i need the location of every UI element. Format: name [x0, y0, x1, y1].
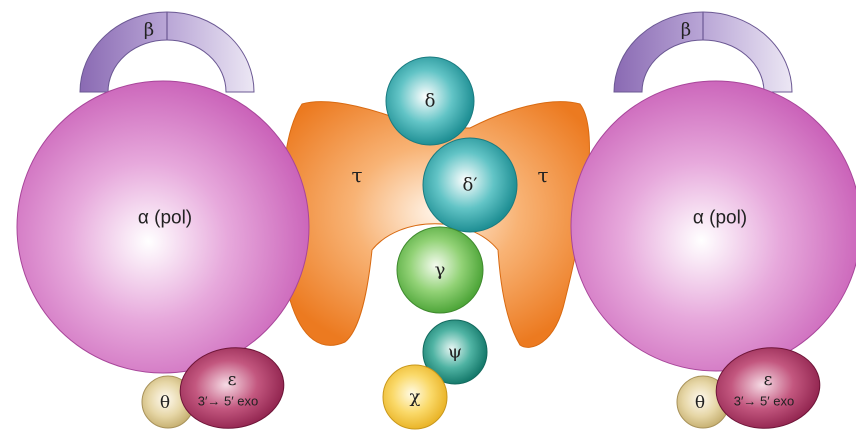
beta-clamp-right: β	[613, 11, 793, 93]
delta-subunit: δ	[385, 56, 475, 146]
beta-left-label: β	[144, 20, 154, 41]
alpha-pol-right: α (pol)	[570, 80, 856, 372]
psi-label: ψ	[448, 342, 462, 363]
exo-left-label: 3′→ 5′ exo	[198, 394, 259, 409]
alpha-left-label: α (pol)	[138, 208, 192, 229]
epsilon-right-label: ε	[764, 370, 773, 390]
chi-label: χ	[410, 387, 421, 408]
delta-label: δ	[425, 91, 436, 112]
psi-subunit: ψ	[422, 319, 488, 385]
alpha-pol-left: α (pol)	[16, 80, 310, 374]
gamma-subunit: γ	[396, 226, 484, 314]
theta-left-label: θ	[160, 393, 170, 413]
tau-right-label: τ	[537, 163, 548, 187]
epsilon-left-subunit: ε 3′→ 5′ exo	[179, 347, 285, 429]
delta-prime-subunit: δ′	[422, 137, 518, 233]
tau-left-label: τ	[351, 163, 362, 187]
alpha-right-label: α (pol)	[693, 208, 747, 229]
exo-right-label: 3′→ 5′ exo	[734, 394, 795, 409]
chi-subunit: χ	[382, 364, 448, 430]
delta-prime-label: δ′	[463, 175, 478, 196]
epsilon-right-subunit: ε 3′→ 5′ exo	[715, 347, 821, 429]
epsilon-left-label: ε	[228, 370, 237, 390]
gamma-label: γ	[435, 260, 446, 281]
theta-right-label: θ	[695, 393, 705, 413]
tau-dimer: τ τ	[281, 101, 590, 348]
beta-clamp-left: β	[79, 11, 255, 93]
beta-right-label: β	[681, 20, 691, 41]
